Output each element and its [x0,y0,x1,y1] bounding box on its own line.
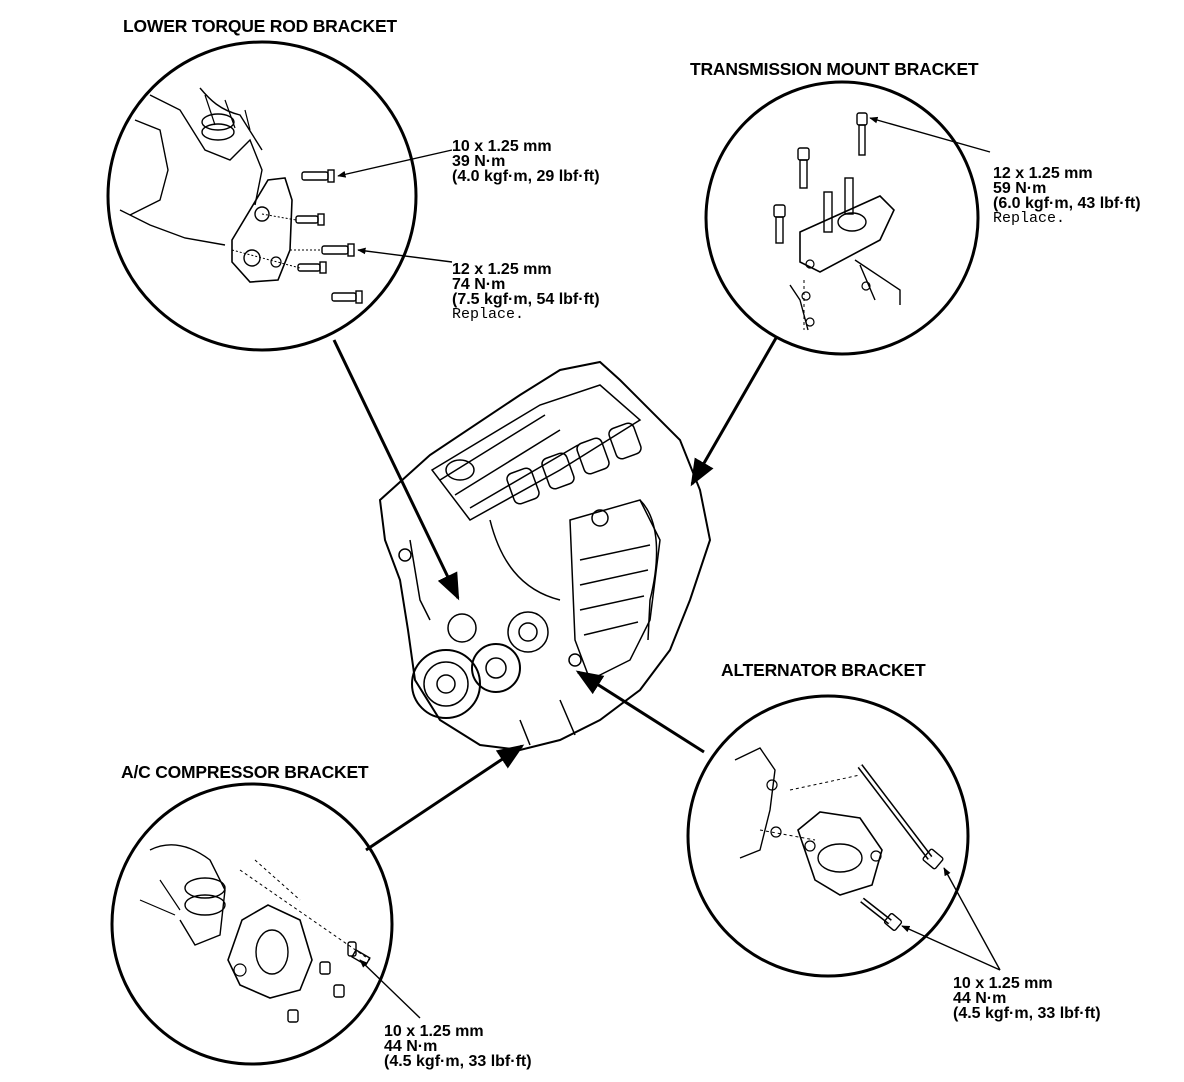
spec-lower-torque-rod-upper: 10 x 1.25 mm 39 N·m (4.0 kgf·m, 29 lbf·f… [452,138,600,185]
bolt-size: 10 x 1.25 mm [452,138,552,155]
torque-nm: 39 N·m [452,153,506,170]
label-transmission-mount-bracket: TRANSMISSION MOUNT BRACKET [690,59,979,79]
arrow-alternator [575,670,705,754]
detail-circle-lower-torque-rod [106,40,418,352]
torque-alt-units: (6.0 kgf·m, 43 lbf·ft) [993,195,1141,212]
spec-ac-compressor: 10 x 1.25 mm 44 N·m (4.5 kgf·m, 33 lbf·f… [384,1023,532,1070]
engine-illustration [378,360,712,752]
arrow-lower-torque-rod [332,339,460,601]
transmission-mount-detail [704,80,991,356]
torque-alt-units: (4.0 kgf·m, 29 lbf·ft) [452,168,600,185]
spec-transmission-mount: 12 x 1.25 mm 59 N·m (6.0 kgf·m, 43 lbf·f… [993,165,1141,227]
detail-circle-transmission-mount [704,80,980,356]
replace-note: Replace. [452,306,525,323]
torque-alt-units: (4.5 kgf·m, 33 lbf·ft) [384,1053,532,1070]
arrow-ac-compressor [365,744,525,852]
label-lower-torque-rod-bracket: LOWER TORQUE ROD BRACKET [123,16,397,36]
spec-lower-torque-rod-lower: 12 x 1.25 mm 74 N·m (7.5 kgf·m, 54 lbf·f… [452,261,600,323]
detail-circle-alternator [686,694,970,978]
torque-alt-units: (4.5 kgf·m, 33 lbf·ft) [953,1005,1101,1022]
bolt-size: 12 x 1.25 mm [993,165,1093,182]
detail-circle-ac-compressor [110,782,394,1066]
pointer-arrows [332,337,778,852]
bolt-size: 12 x 1.25 mm [452,261,552,278]
torque-nm: 74 N·m [452,276,506,293]
torque-nm: 44 N·m [384,1038,438,1055]
lower-torque-rod-detail [106,40,453,352]
torque-nm: 59 N·m [993,180,1047,197]
label-ac-compressor-bracket: A/C COMPRESSOR BRACKET [121,762,369,782]
spec-alternator: 10 x 1.25 mm 44 N·m (4.5 kgf·m, 33 lbf·f… [953,975,1101,1022]
ac-compressor-detail [110,782,421,1066]
replace-note: Replace. [993,210,1066,227]
bolt-size: 10 x 1.25 mm [384,1023,484,1040]
alternator-detail [686,694,1001,978]
torque-alt-units: (7.5 kgf·m, 54 lbf·ft) [452,291,600,308]
arrow-transmission-mount [690,337,778,487]
label-alternator-bracket: ALTERNATOR BRACKET [721,660,926,680]
bolt-size: 10 x 1.25 mm [953,975,1053,992]
torque-nm: 44 N·m [953,990,1007,1007]
